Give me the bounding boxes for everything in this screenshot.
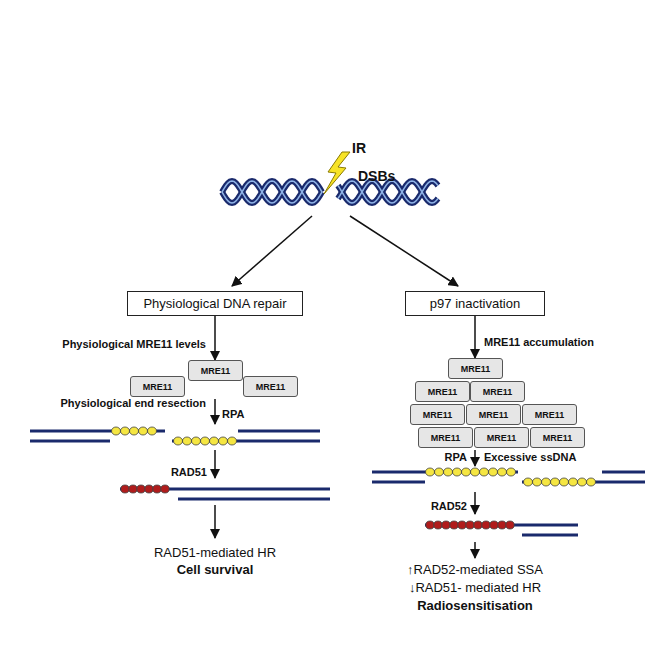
annotation-label: Physiological end resection [61, 397, 207, 409]
rpa-beads [426, 468, 596, 486]
process-box: p97 inactivation [405, 291, 545, 316]
annotation-label: DSBs [358, 168, 395, 184]
protein-box: MRE11 [415, 381, 470, 402]
annotation-label: ↑RAD52-mediated SSA [407, 562, 543, 577]
protein-box: MRE11 [130, 376, 185, 397]
annotation-label: ↓RAD51- mediated HR [409, 580, 541, 595]
annotation-label: RAD51-mediated HR [154, 545, 276, 560]
rad51-beads [121, 485, 169, 493]
lightning-bolt [324, 152, 350, 194]
arrow [474, 492, 476, 514]
arrow [214, 450, 216, 478]
node-text: MRE11 [428, 387, 458, 397]
protein-box: MRE11 [530, 427, 585, 448]
annotation-label: Physiological MRE11 levels [62, 338, 206, 350]
flow-arrow [214, 316, 216, 360]
protein-box: MRE11 [470, 381, 525, 402]
annotation-label: RPA [445, 451, 467, 463]
protein-box: MRE11 [466, 404, 521, 425]
node-text: MRE11 [201, 366, 231, 376]
node-text: MRE11 [483, 387, 513, 397]
node-text: MRE11 [461, 364, 491, 374]
node-text: MRE11 [535, 410, 565, 420]
annotation-label: Excessive ssDNA [484, 451, 576, 463]
node-text: MRE11 [143, 382, 173, 392]
arrow [232, 216, 312, 286]
rpa-beads [112, 427, 237, 445]
protein-box: MRE11 [188, 360, 243, 381]
node-text: MRE11 [479, 410, 509, 420]
annotation-label: Cell survival [177, 562, 254, 577]
protein-box: MRE11 [522, 404, 577, 425]
node-text: Physiological DNA repair [143, 296, 286, 311]
arrow [214, 399, 216, 424]
annotation-label: MRE11 accumulation [484, 336, 594, 348]
protein-box: MRE11 [474, 427, 529, 448]
node-text: MRE11 [487, 433, 517, 443]
protein-box: MRE11 [410, 404, 465, 425]
arrow [350, 216, 458, 286]
annotation-label: RAD52 [431, 500, 467, 512]
process-box: Physiological DNA repair [127, 291, 303, 316]
flow-arrow [474, 316, 476, 358]
annotation-label: IR [352, 140, 366, 156]
arrow [474, 542, 476, 558]
annotation-label: RAD51 [171, 466, 207, 478]
annotation-label: Radiosensitisation [417, 598, 533, 613]
protein-box: MRE11 [243, 376, 298, 397]
node-text: MRE11 [423, 410, 453, 420]
rad52-beads [426, 521, 514, 529]
node-text: p97 inactivation [430, 296, 520, 311]
node-text: MRE11 [256, 382, 286, 392]
node-text: MRE11 [543, 433, 573, 443]
protein-box: MRE11 [418, 427, 473, 448]
protein-box: MRE11 [448, 358, 503, 379]
annotation-label: RPA [222, 408, 244, 420]
arrow [214, 505, 216, 538]
node-text: MRE11 [431, 433, 461, 443]
arrow [474, 450, 476, 466]
